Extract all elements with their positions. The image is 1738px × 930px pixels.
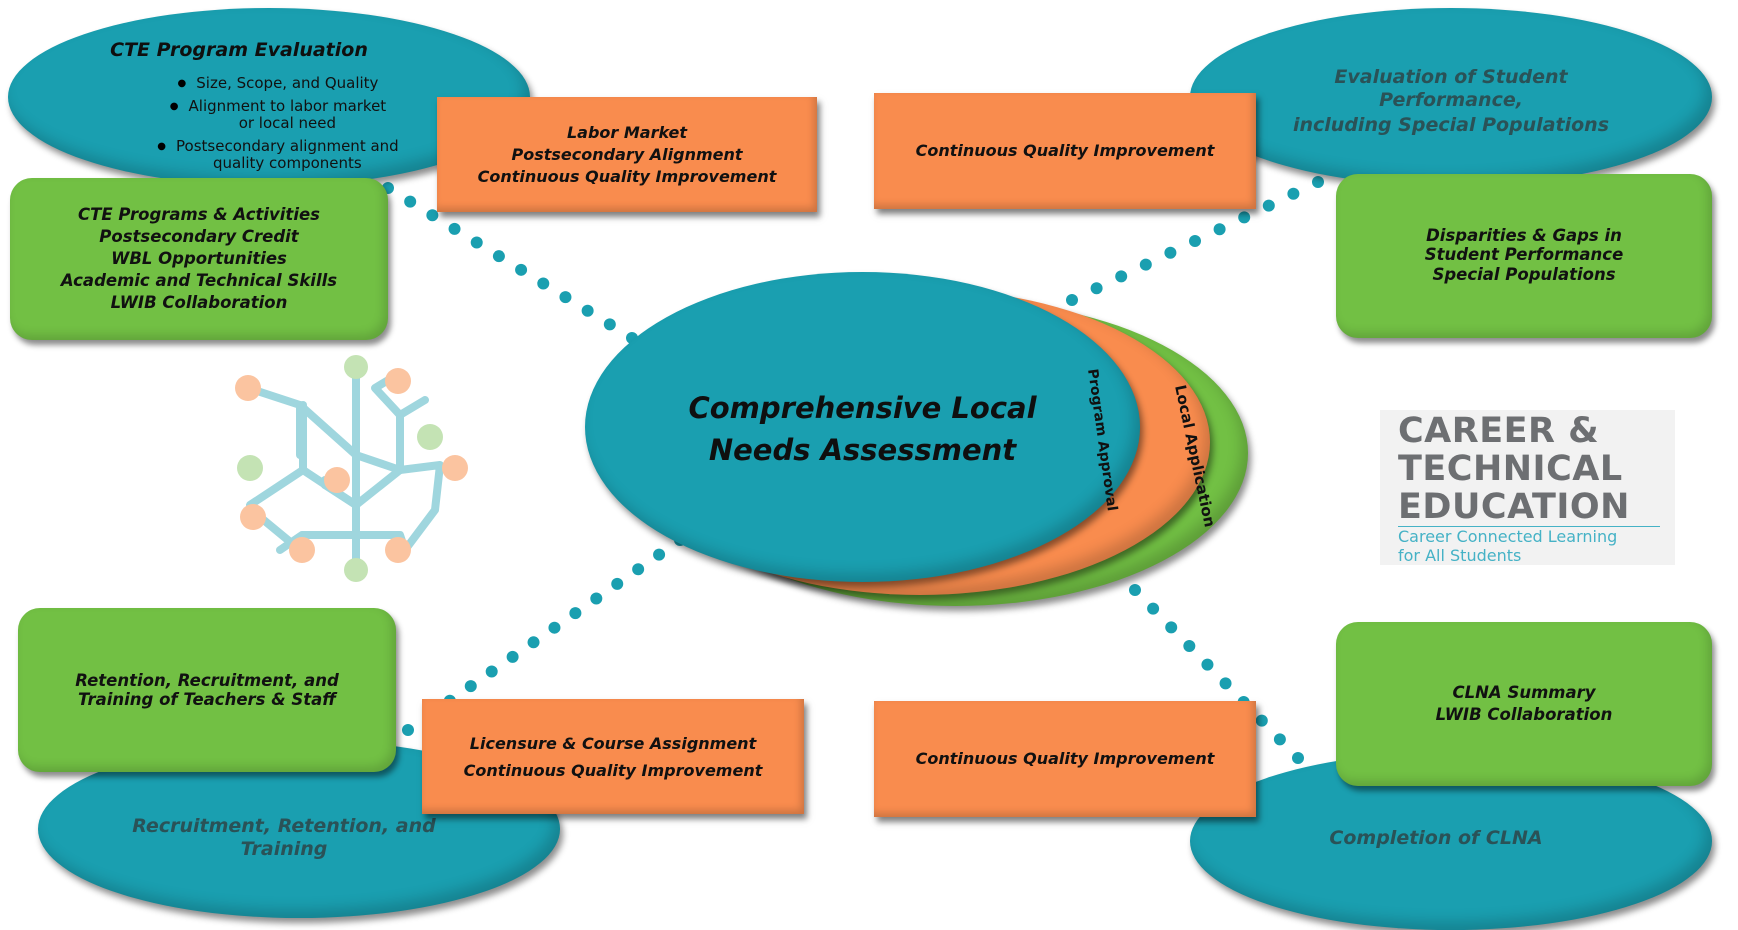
connector-dot [1183, 640, 1196, 652]
box-line: LWIB Collaboration [110, 293, 288, 312]
connector-dot [603, 318, 616, 331]
box-line: Special Populations [1432, 265, 1616, 284]
connector-dot [1273, 733, 1286, 746]
retention-recruitment-box: Retention, Recruitment, and Training of … [18, 608, 396, 772]
ellipse-label: including Special Populations [1292, 114, 1609, 136]
connector-dot [569, 607, 582, 620]
box-line: Licensure & Course Assignment [469, 733, 757, 753]
cte-program-evaluation-title: CTE Program Evaluation [110, 39, 368, 61]
connector-dot [448, 222, 461, 235]
logo-tagline: Career Connected Learning [1398, 527, 1618, 546]
box-line: Disparities & Gaps in [1426, 226, 1622, 245]
bullet-item: ● Postsecondary alignment and quality co… [157, 137, 399, 172]
clna-summary-box: CLNA Summary LWIB Collaboration [1336, 622, 1712, 786]
ellipse-label: Performance, [1379, 89, 1523, 111]
ellipse-label: Recruitment, Retention, and [132, 815, 436, 837]
cqi-top-right-box: Continuous Quality Improvement [874, 93, 1256, 209]
logo-line: CAREER & [1398, 411, 1600, 451]
box-line: Retention, Recruitment, and [75, 671, 339, 690]
connector-dot [548, 621, 561, 634]
logo-line: EDUCATION [1398, 487, 1630, 527]
connector-dot [1066, 294, 1078, 306]
connector-dot [402, 724, 414, 736]
ellipse-label: Completion of CLNA [1329, 827, 1543, 849]
connector-dot [527, 636, 540, 649]
connector-dot [464, 680, 477, 693]
connector-dot [485, 665, 498, 678]
connector-dot [1287, 187, 1300, 200]
logo-tagline: for All Students [1398, 546, 1522, 565]
logo-line: TECHNICAL [1398, 449, 1623, 489]
connector-dot [611, 577, 624, 590]
bullet-item: ● Size, Scope, and Quality [177, 74, 379, 92]
box-line: WBL Opportunities [111, 249, 287, 268]
connector-dot [1201, 658, 1214, 671]
connector-dot [590, 592, 603, 605]
connector-dot [632, 563, 645, 576]
box-line: Continuous Quality Improvement [915, 141, 1215, 160]
connector-dot [1255, 714, 1268, 727]
box-line: Training of Teachers & Staff [78, 690, 336, 709]
connector-dot [537, 277, 550, 290]
disparities-box: Disparities & Gaps in Student Performanc… [1336, 174, 1712, 338]
center-title-line: Needs Assessment [708, 433, 1017, 467]
box-line: Continuous Quality Improvement [915, 749, 1215, 768]
box-line: CTE Programs & Activities [78, 205, 320, 224]
connector-dot [1165, 621, 1178, 634]
connector-dot [1164, 246, 1177, 259]
connector-dot [1238, 211, 1251, 224]
connector-dot [506, 650, 519, 663]
connector-dot [1292, 752, 1304, 764]
box-line: Postsecondary Alignment [511, 144, 743, 164]
box-line: Student Performance [1424, 245, 1624, 264]
connector-dot [581, 304, 594, 317]
connector-dot [1262, 199, 1275, 212]
labor-market-box: Labor Market Postsecondary Alignment Con… [437, 97, 817, 212]
connector-dot [1213, 223, 1226, 236]
connector-dot [1139, 258, 1152, 271]
box-line: Labor Market [566, 122, 688, 142]
ellipse-label: Training [240, 838, 328, 860]
connector-dot [1312, 176, 1324, 188]
box-line: LWIB Collaboration [1435, 705, 1613, 724]
connector-dot [653, 548, 666, 561]
connector-dot [1147, 602, 1160, 615]
connector-dot [559, 291, 572, 304]
connector-dot [1090, 282, 1103, 295]
branching-tree-icon [235, 355, 468, 582]
center-title-line: Comprehensive Local [688, 391, 1037, 425]
connector-dot [470, 236, 483, 249]
comprehensive-needs-ellipse: Comprehensive Local Needs Assessment [585, 272, 1140, 582]
box-line: Postsecondary Credit [99, 227, 299, 246]
bullet-item: ● Alignment to labor market or local nee… [169, 97, 387, 132]
connector-dot [1189, 235, 1201, 247]
licensure-box: Licensure & Course Assignment Continuous… [422, 699, 804, 814]
cte-logo: CAREER & TECHNICAL EDUCATION Career Conn… [1380, 410, 1675, 565]
connector-dot [1115, 270, 1128, 283]
connector-dot [492, 250, 505, 263]
ellipse-label: Evaluation of Student [1334, 66, 1568, 88]
connector-dot [1129, 584, 1141, 596]
student-performance-ellipse: Evaluation of Student Performance, inclu… [1190, 8, 1712, 186]
cte-programs-box: CTE Programs & Activities Postsecondary … [10, 178, 388, 340]
connector-dot [515, 263, 528, 276]
box-line: Continuous Quality Improvement [463, 760, 763, 780]
connector-dot [1219, 677, 1232, 690]
connector-dot [426, 209, 439, 222]
box-line: CLNA Summary [1452, 683, 1596, 702]
connector-dot [404, 195, 417, 208]
box-line: Continuous Quality Improvement [477, 166, 777, 186]
cqi-bottom-right-box: Continuous Quality Improvement [874, 701, 1256, 817]
box-line: Academic and Technical Skills [60, 271, 338, 290]
